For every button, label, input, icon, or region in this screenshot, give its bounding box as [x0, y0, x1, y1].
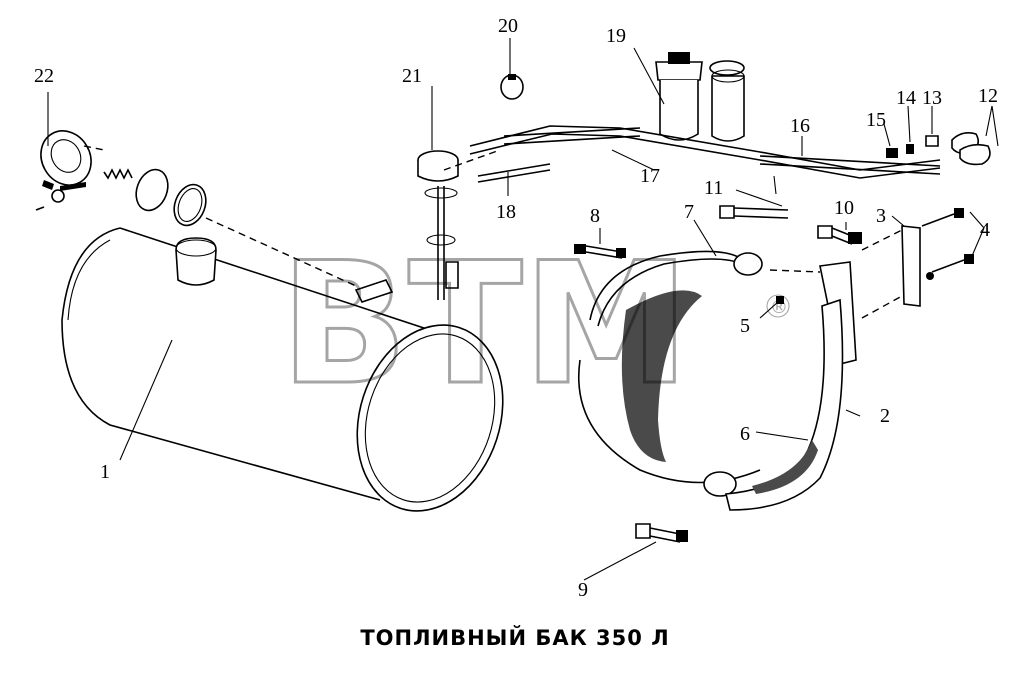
callout-3: 3 — [876, 205, 886, 227]
callout-1: 1 — [100, 461, 110, 483]
callout-14: 14 — [896, 87, 916, 109]
callout-15: 15 — [866, 109, 886, 131]
callout-7: 7 — [684, 201, 694, 223]
watermark-registered-mark: ® — [770, 297, 788, 318]
callout-19: 19 — [606, 25, 626, 47]
fuel-tank — [61, 227, 504, 512]
callout-4: 4 — [980, 219, 990, 241]
watermark-text: BTM — [280, 226, 690, 422]
watermark: BTM ® — [279, 225, 790, 424]
callout-11: 11 — [704, 177, 723, 199]
hose-clamp — [500, 74, 524, 100]
leader-lines — [47, 38, 999, 581]
callout-8: 8 — [590, 205, 600, 227]
callout-22: 22 — [34, 65, 54, 87]
callout-6: 6 — [740, 423, 750, 445]
callout-10: 10 — [834, 197, 854, 219]
bolts — [574, 205, 862, 543]
mounting-strap-assembly — [578, 208, 974, 511]
fuel-filter — [655, 52, 745, 142]
callout-5: 5 — [740, 315, 750, 337]
callout-12: 12 — [978, 85, 998, 107]
callout-9: 9 — [578, 579, 588, 601]
fuel-level-sender — [417, 149, 501, 300]
callout-18: 18 — [496, 201, 516, 223]
callout-20: 20 — [498, 15, 518, 37]
callout-2: 2 — [880, 405, 890, 427]
callout-17: 17 — [640, 165, 660, 187]
callout-16: 16 — [790, 115, 810, 137]
callout-21: 21 — [402, 65, 422, 87]
pipe-fittings — [886, 132, 991, 166]
callout-labels: 1 2 3 4 5 6 7 8 9 10 11 12 13 14 15 16 1… — [34, 15, 998, 601]
diagram-title: ТОПЛИВНЫЙ БАК 350 Л — [360, 626, 670, 650]
filler-cap-assembly — [35, 130, 357, 287]
fuel-lines — [469, 125, 941, 183]
callout-13: 13 — [922, 87, 942, 109]
